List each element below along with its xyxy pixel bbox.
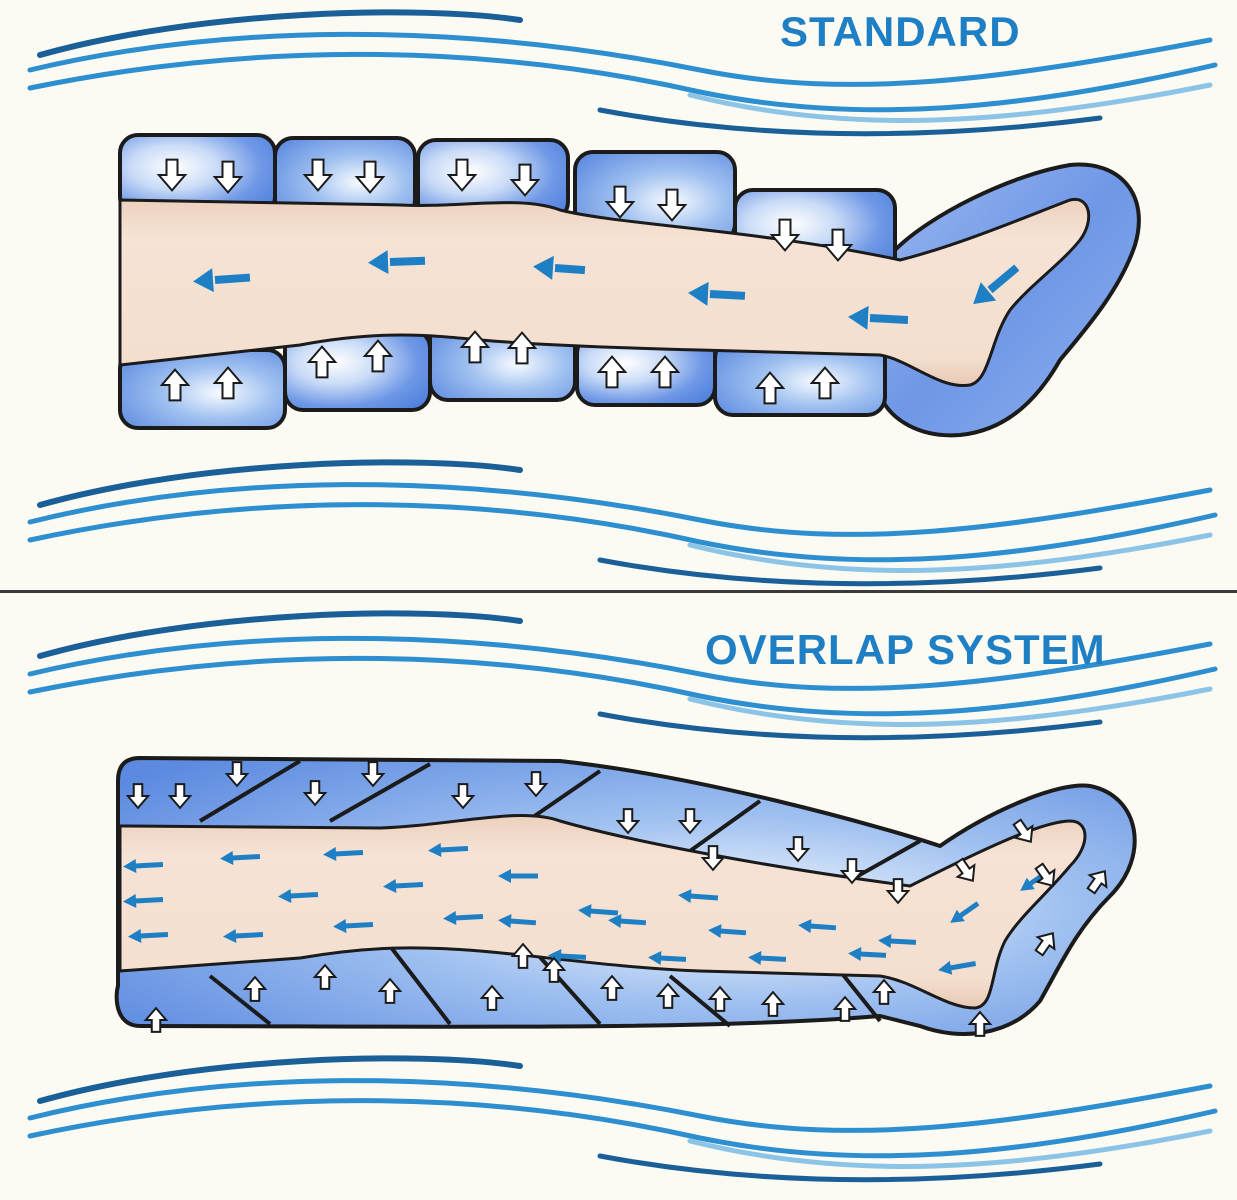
pressure-arrow-up-icon [510,942,536,969]
pressure-arrow-up-icon [649,355,681,389]
pressure-arrow-up-icon [377,977,403,1004]
flow-arrows [193,250,1020,330]
pressure-arrow-up-icon [655,982,681,1009]
top-waves [27,9,1218,137]
pressure-arrow-up-icon [754,371,786,405]
pressure-arrow-up-icon [159,368,191,402]
flow-arrow-left-icon [128,928,169,943]
pressure-arrow-up-icon [809,366,841,400]
flow-arrow-left-icon [798,919,837,934]
pressure-arrow-down-icon [785,836,811,863]
pressure-arrow-down-icon [1012,818,1034,844]
flow-arrow-left-icon [220,850,261,865]
flow-arrow-left-icon [708,924,747,939]
flow-arrow-left-icon [323,846,364,861]
flow-arrow-left-icon [608,914,647,929]
pressure-arrow-up-icon [1086,869,1108,895]
pressure-arrow-down-icon [212,160,244,194]
flow-arrow-left-icon [428,842,469,857]
flow-arrow-left-icon [548,949,587,964]
pressure-arrow-down-icon [125,783,151,810]
bottom-waves [27,459,1218,587]
pressure-arrow-down-icon [885,878,911,905]
standard-title: STANDARD [780,8,1021,55]
pressure-arrow-down-icon [839,858,865,885]
overlap-title: OVERLAP SYSTEM [705,626,1106,673]
panel-divider [0,590,1237,593]
pressure-arrow-up-icon [599,974,625,1001]
pressure-arrow-down-icon [677,808,703,835]
pressure-arrow-down-icon [224,761,250,788]
flow-arrow-left-icon [748,951,787,966]
standard-scene [27,9,1218,587]
pressure-arrow-down-icon [954,857,976,883]
top-waves [27,610,1218,741]
overlap-panel: OVERLAP SYSTEM [0,596,1237,1190]
overlap-scene [27,610,1218,1183]
flow-arrow-left-icon [498,869,538,883]
pressure-arrow-up-icon [760,990,786,1017]
pressure-arrow-down-icon [302,158,334,192]
overlap-seams [198,759,921,1028]
pressure-arrow-up-icon [832,995,858,1022]
standard-panel: STANDARD [0,0,1237,594]
pressure-arrow-down-icon [1034,862,1056,888]
pressure-arrows [125,761,1108,1037]
pressure-arrow-down-icon [450,783,476,810]
flow-arrow-left-icon [950,901,980,923]
pressure-arrow-up-icon [967,1010,993,1037]
pressure-arrow-up-icon [306,345,338,379]
pressure-arrow-down-icon [769,218,801,252]
flow-arrow-left-icon [368,250,426,275]
flow-arrows [123,842,1050,975]
flow-arrow-left-icon [123,858,164,873]
pressure-arrow-down-icon [822,228,854,262]
flow-arrow-left-icon [878,934,917,949]
pressure-arrow-down-icon [156,158,188,192]
pressure-arrow-up-icon [212,366,244,400]
flow-arrow-left-icon [123,893,164,908]
pressure-arrow-up-icon [596,355,628,389]
pressure-arrow-down-icon [446,158,478,192]
pressure-arrow-up-icon [459,330,491,364]
flow-arrow-left-icon [383,878,424,893]
flow-arrow-left-icon [333,918,374,933]
flow-arrow-left-icon [973,264,1020,305]
pressure-arrow-up-icon [362,339,394,373]
pressure-arrow-up-icon [1034,931,1056,957]
flow-arrow-left-icon [688,281,746,306]
flow-arrow-left-icon [848,947,887,962]
pressure-arrow-down-icon [523,771,549,798]
flow-arrow-left-icon [533,255,586,280]
pressure-arrow-up-icon [143,1006,169,1033]
flow-arrow-left-icon [578,904,619,919]
pressure-arrow-down-icon [604,185,636,219]
pressure-arrow-up-icon [312,963,338,990]
flow-arrow-left-icon [498,914,537,929]
pressure-arrow-up-icon [707,985,733,1012]
flow-arrow-left-icon [678,889,719,904]
flow-arrow-left-icon [443,910,484,925]
pressure-arrow-down-icon [302,780,328,807]
flow-arrow-left-icon [848,305,909,330]
flow-arrow-left-icon [278,888,319,903]
flow-arrow-left-icon [193,268,251,293]
flow-arrow-left-icon [223,928,264,943]
pressure-arrow-up-icon [479,984,505,1011]
pressure-arrow-down-icon [509,163,541,197]
pressure-arrow-down-icon [615,808,641,835]
pressure-arrow-down-icon [700,845,726,872]
pressure-arrow-up-icon [541,956,567,983]
pressure-arrow-down-icon [656,188,688,222]
pressure-arrow-up-icon [242,975,268,1002]
pressure-arrow-down-icon [360,761,386,788]
pressure-arrow-up-icon [506,331,538,365]
flow-arrow-left-icon [938,960,977,975]
bottom-waves [27,1055,1218,1183]
pressure-arrow-up-icon [871,978,897,1005]
flow-arrow-left-icon [648,951,687,966]
pressure-arrow-down-icon [167,783,193,810]
pressure-arrows [156,158,854,405]
pressure-arrow-down-icon [354,160,386,194]
